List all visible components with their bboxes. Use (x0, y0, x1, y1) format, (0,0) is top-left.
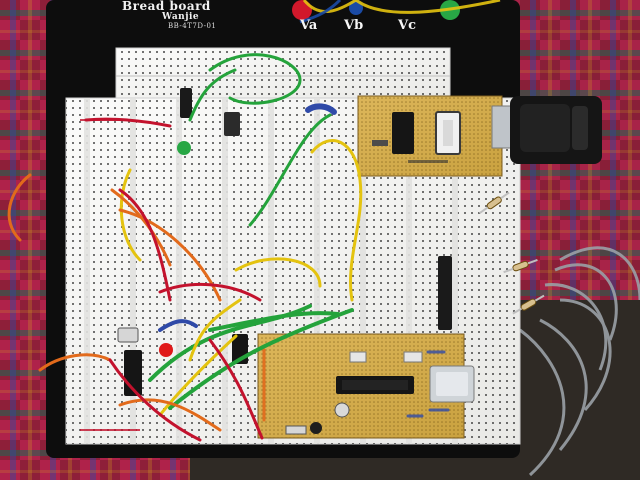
jumper-wires (7, 53, 363, 442)
terminal-label-vc: Vc (398, 18, 417, 33)
top-breadboard (115, 47, 451, 105)
ics (117, 88, 452, 396)
terminal-label-vb: Vb (344, 18, 364, 33)
terminal-label-va: Va (300, 18, 318, 33)
gray-cables (519, 246, 640, 477)
terminal-labels: Va Vb Vc (300, 18, 430, 36)
small-perfboard (357, 95, 503, 177)
leds (159, 141, 191, 357)
top-terminals (292, 0, 501, 24)
breadboard-model: BB-4T7D-01 (168, 22, 217, 30)
large-perfboard (257, 333, 475, 439)
breadboard-brand: Bread board Wanjie BB-4T7D-01 (118, 0, 238, 30)
breadboard-brand-name: Wanjie (162, 12, 200, 22)
serial-connector (491, 96, 602, 164)
resistors (478, 191, 545, 315)
breadboard-title: Bread board (122, 0, 211, 13)
